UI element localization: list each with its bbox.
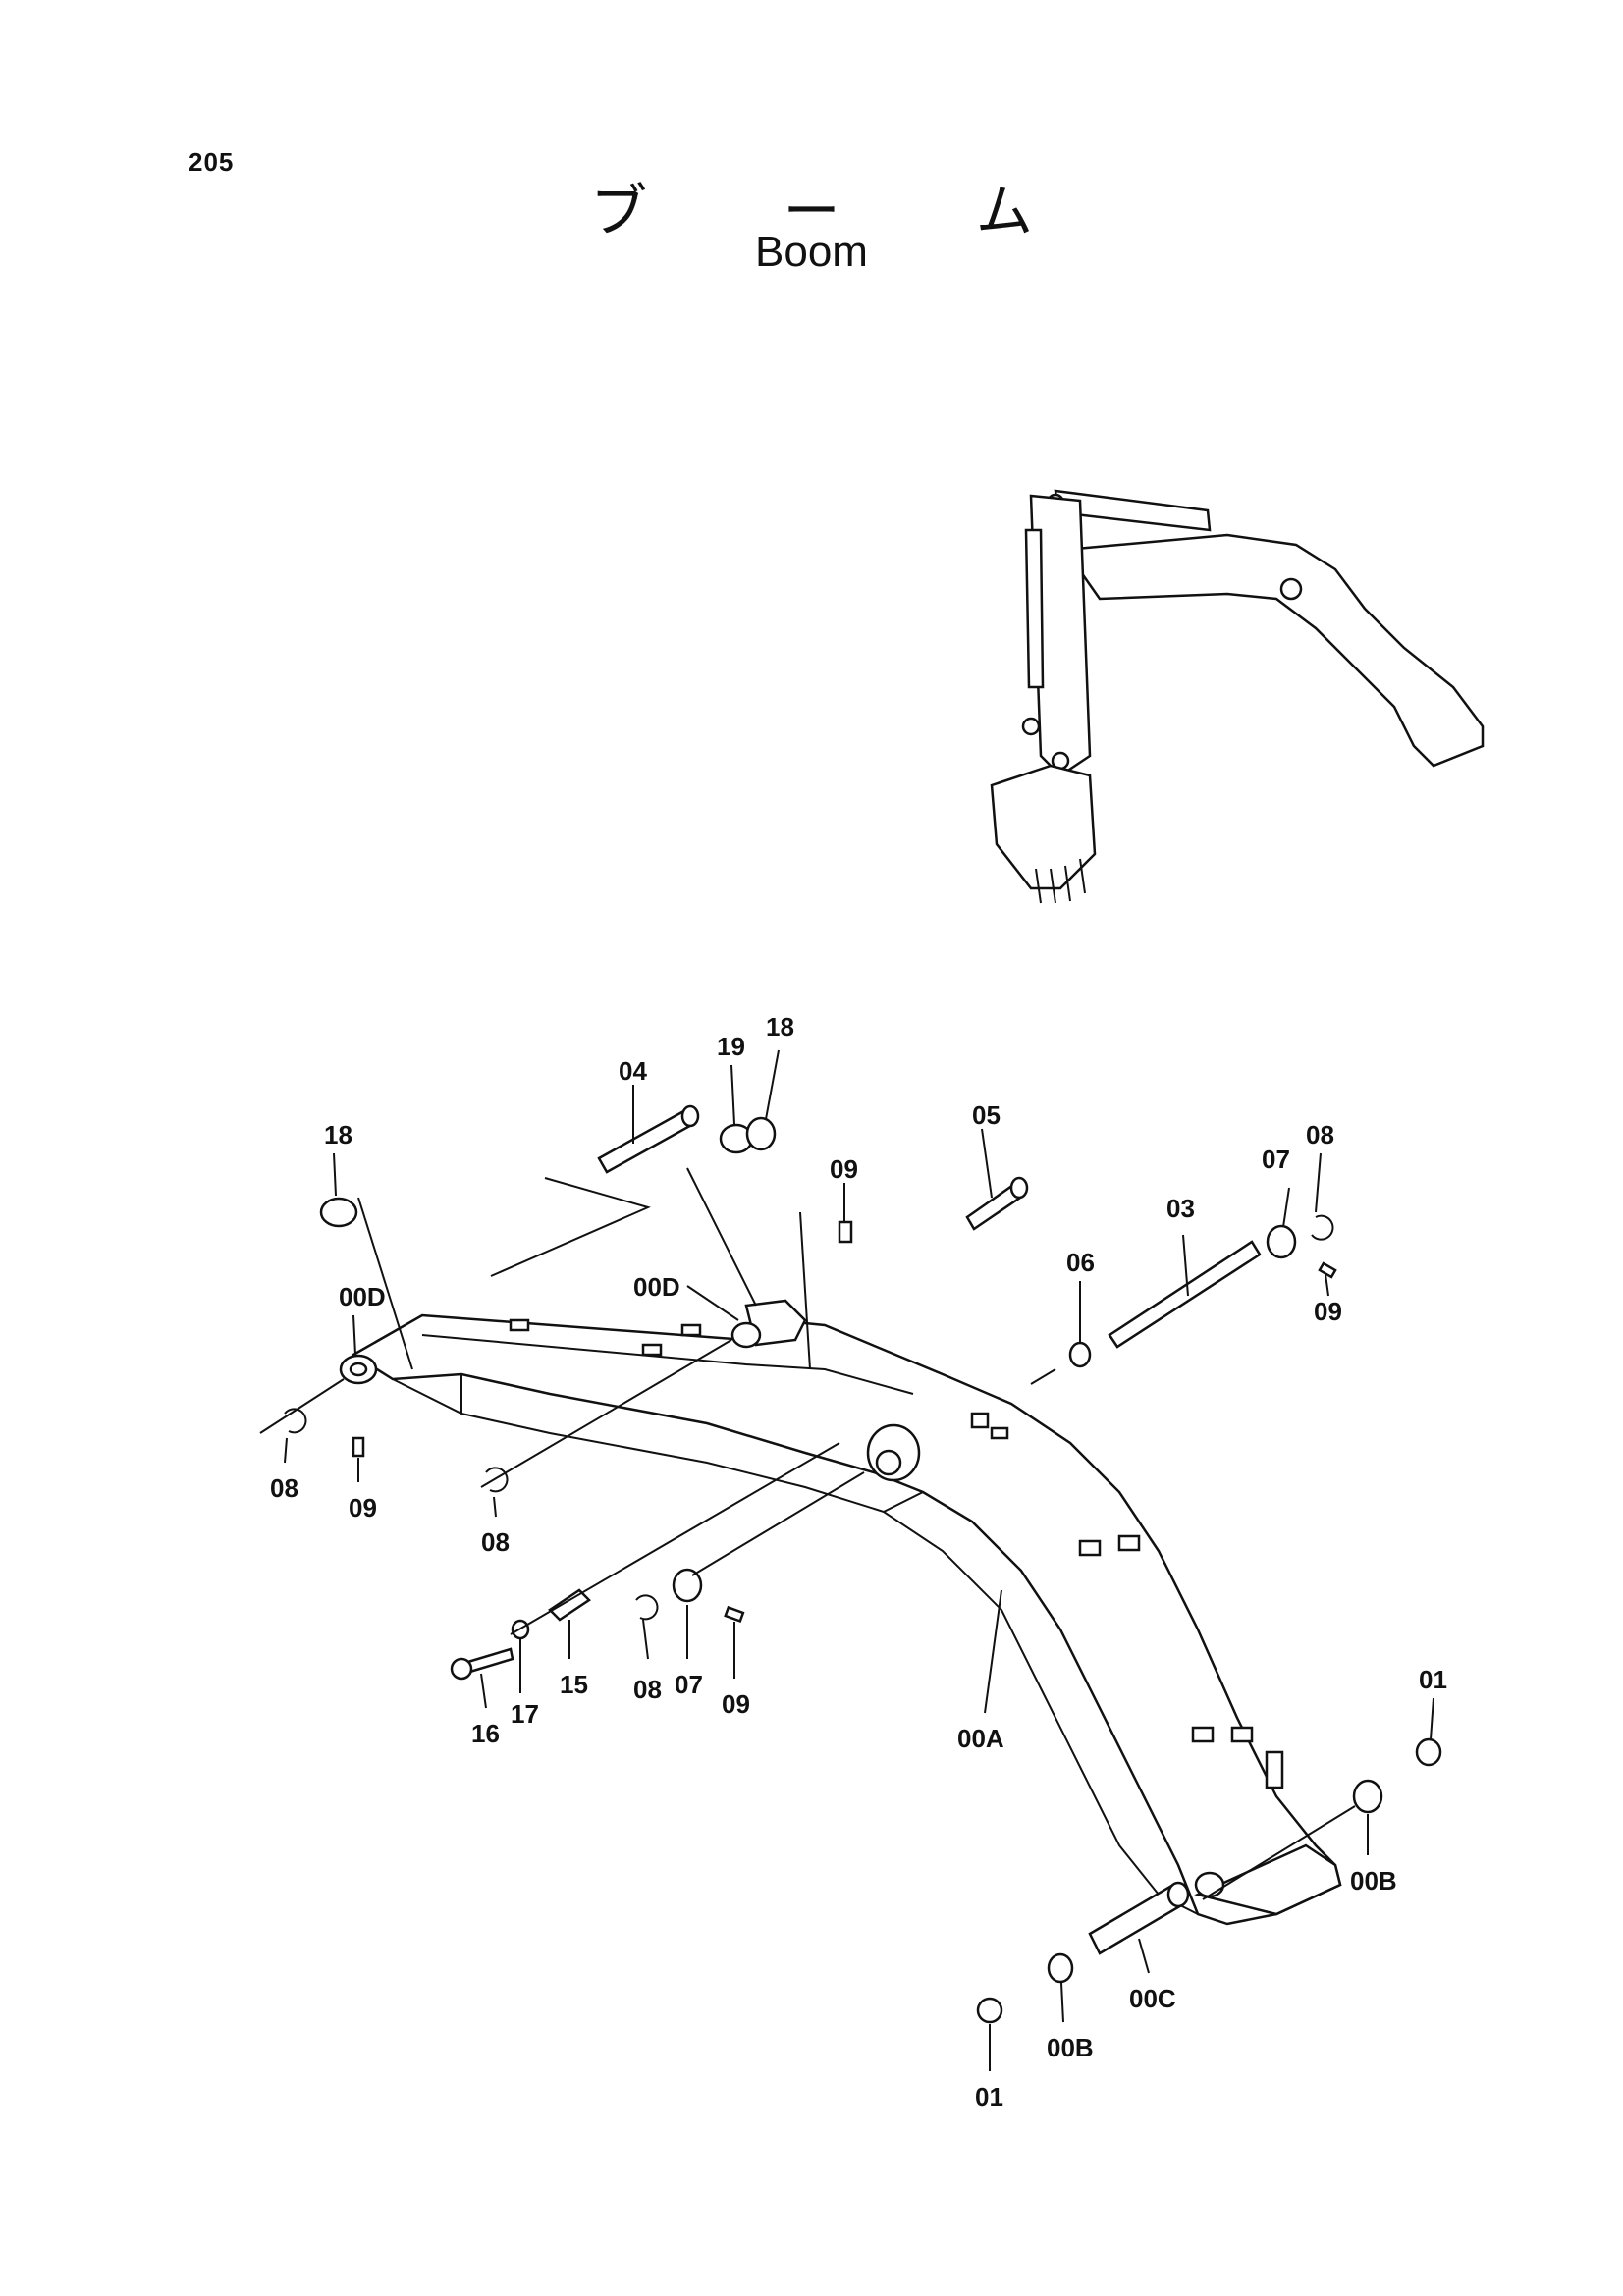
snap-ring-08-bottom xyxy=(635,1594,659,1621)
washer-18-left xyxy=(319,1197,358,1228)
label-17: 17 xyxy=(511,1699,539,1729)
label-01-right: 01 xyxy=(1419,1665,1447,1694)
snap-ring-08-center xyxy=(485,1467,509,1493)
bushing-00C xyxy=(1088,1881,1190,1955)
label-08-right: 08 xyxy=(1306,1120,1334,1149)
label-16: 16 xyxy=(471,1719,500,1748)
shim-01-bottom xyxy=(976,1997,1003,2024)
label-19: 19 xyxy=(717,1032,745,1061)
label-00D-left: 00D xyxy=(339,1282,386,1311)
label-00B-bottom: 00B xyxy=(1047,2033,1094,2062)
pin-04 xyxy=(597,1104,700,1174)
label-18-top: 18 xyxy=(766,1012,794,1041)
shim-01-right xyxy=(1415,1737,1442,1767)
bushing-00B-right xyxy=(1352,1779,1383,1814)
label-09-top: 09 xyxy=(830,1154,858,1184)
grease-fitting-09-bottom xyxy=(724,1605,745,1624)
label-08-bottom: 08 xyxy=(633,1675,662,1704)
label-00A: 00A xyxy=(957,1724,1004,1753)
label-08-center: 08 xyxy=(481,1527,510,1557)
bushing-00B-bottom xyxy=(1047,1952,1074,1984)
part-labels: 04 19 18 18 05 07 08 09 03 06 09 00D 00D… xyxy=(270,1012,1447,2111)
excavator-overview-illustration xyxy=(990,489,1485,904)
page-title-japanese: ブ ー ム xyxy=(590,178,1092,244)
label-00C: 00C xyxy=(1129,1984,1176,2013)
bushing-07-bottom xyxy=(672,1568,703,1603)
label-09-left: 09 xyxy=(349,1493,377,1522)
bushing-07-right xyxy=(1266,1224,1297,1259)
grease-fitting-09-right xyxy=(1318,1261,1337,1279)
bolt-16 xyxy=(450,1647,514,1681)
washer-06 xyxy=(1068,1341,1092,1368)
boom-body-00A xyxy=(339,1299,1342,1926)
label-15: 15 xyxy=(560,1670,588,1699)
washer-18-top xyxy=(745,1116,777,1151)
page-number: 205 xyxy=(189,147,235,177)
page-title-english: Boom xyxy=(755,228,868,276)
label-18-left: 18 xyxy=(324,1120,352,1149)
label-09-right: 09 xyxy=(1314,1297,1342,1326)
pin-05 xyxy=(965,1176,1029,1231)
label-09-bottom: 09 xyxy=(722,1689,750,1719)
label-00D-center: 00D xyxy=(633,1272,680,1302)
label-08-left: 08 xyxy=(270,1473,298,1503)
label-07-bottom: 07 xyxy=(675,1670,703,1699)
label-03: 03 xyxy=(1166,1194,1195,1223)
label-01-bottom: 01 xyxy=(975,2082,1003,2111)
pin-03 xyxy=(1108,1240,1262,1349)
label-04: 04 xyxy=(619,1056,647,1086)
label-00B-right: 00B xyxy=(1350,1866,1397,1896)
leader-lines xyxy=(259,1049,1434,2071)
grease-fitting-09-left xyxy=(352,1436,365,1458)
label-07-right: 07 xyxy=(1262,1145,1290,1174)
label-05: 05 xyxy=(972,1100,1001,1130)
grease-fitting-09-top xyxy=(838,1220,853,1244)
snap-ring-08-left xyxy=(284,1408,307,1434)
snap-ring-08-right xyxy=(1311,1214,1334,1241)
label-06: 06 xyxy=(1066,1248,1095,1277)
bracket-15 xyxy=(548,1588,591,1622)
